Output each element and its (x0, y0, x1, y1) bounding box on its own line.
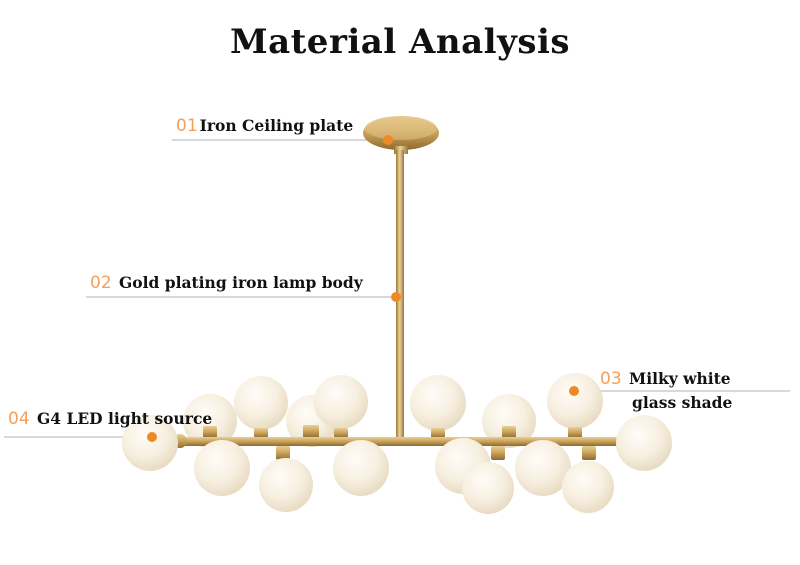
back-globes (183, 373, 603, 448)
callout-04: 04 G4 LED light source (8, 409, 212, 429)
glass-globe (547, 373, 603, 429)
callout-label: G4 LED light source (37, 409, 213, 428)
glass-globe (562, 461, 614, 513)
marker-04 (147, 432, 157, 442)
leader-lines (4, 139, 790, 438)
callout-number: 03 (600, 369, 622, 389)
top-sockets (203, 425, 582, 438)
marker-03 (569, 386, 579, 396)
callout-02: 02 Gold plating iron lamp body (90, 273, 363, 293)
glass-globe (482, 394, 536, 448)
callout-label: Gold plating iron lamp body (119, 273, 363, 292)
callout-label-line2: glass shade (632, 393, 733, 412)
callout-03: 03 Milky white glass shade (600, 367, 732, 414)
glass-globe (410, 375, 466, 431)
glass-globe (314, 375, 368, 429)
bottom-sockets (276, 446, 596, 460)
callout-number: 02 (90, 273, 112, 293)
glass-globe (259, 458, 313, 512)
glass-globe (333, 440, 389, 496)
front-globes (122, 415, 672, 514)
ceiling-plate (363, 116, 439, 154)
callout-markers (147, 135, 579, 442)
glass-globe (183, 394, 237, 448)
glass-globe (234, 376, 288, 430)
callout-label: Iron Ceiling plate (199, 116, 354, 135)
glass-globe (462, 462, 514, 514)
marker-02 (391, 292, 401, 302)
callout-label: Milky white (629, 369, 731, 388)
page-title: Material Analysis (229, 22, 571, 62)
glass-globe (122, 415, 178, 471)
glass-globe (616, 415, 672, 471)
callout-number: 04 (8, 409, 30, 429)
glass-globe (194, 440, 250, 496)
glass-globe (515, 440, 571, 496)
callout-number: 01 (176, 116, 198, 136)
marker-01 (383, 135, 393, 145)
